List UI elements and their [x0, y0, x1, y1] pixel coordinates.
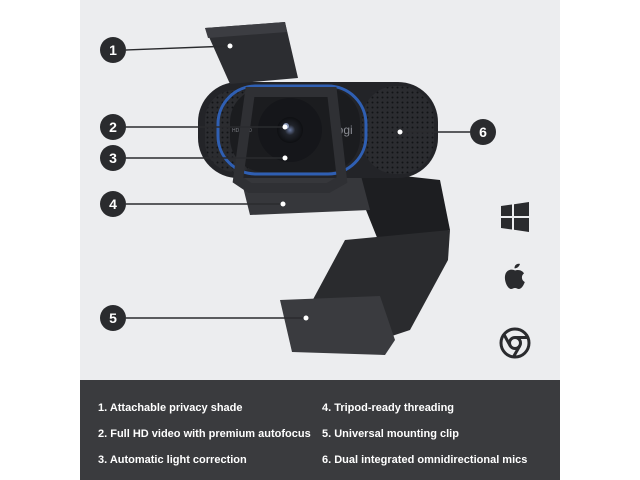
feature-list: 1. Attachable privacy shade 2. Full HD v…: [80, 380, 560, 480]
callout-4: 4: [100, 191, 126, 217]
privacy-shade-flap-edge: [205, 22, 287, 38]
callout-dots: [227, 43, 403, 321]
tripod-mount-plate: [240, 172, 370, 215]
feature-item-6: 6. Dual integrated omnidirectional mics: [322, 454, 528, 466]
clip-front-plate: [280, 296, 395, 355]
callout-6: 6: [470, 119, 496, 145]
feature-item-2: 2. Full HD video with premium autofocus: [98, 428, 311, 440]
privacy-shade-frame: [232, 87, 348, 193]
feature-item-3: 3. Automatic light correction: [98, 454, 247, 466]
apple-icon: [504, 263, 525, 289]
clip-hinge: [350, 170, 450, 245]
mic-grille-right: [362, 86, 434, 174]
lens: [277, 117, 303, 143]
blue-accent-ring: [216, 84, 368, 176]
privacy-shade-flap: [205, 22, 298, 84]
callout-3: 3: [100, 145, 126, 171]
callout-5: 5: [100, 305, 126, 331]
chrome-icon: [499, 327, 531, 359]
feature-item-4: 4. Tripod-ready threading: [322, 402, 455, 414]
product-image-panel: logi HD 1080: [80, 0, 560, 380]
callout-2: 2: [100, 114, 126, 140]
feature-item-5: 5. Universal mounting clip: [322, 428, 459, 440]
callout-1: 1: [100, 37, 126, 63]
feature-item-1: 1. Attachable privacy shade: [98, 402, 243, 414]
webcam-illustration: logi HD 1080: [125, 22, 470, 355]
windows-icon: [501, 202, 529, 232]
callout-lines: [125, 45, 470, 319]
